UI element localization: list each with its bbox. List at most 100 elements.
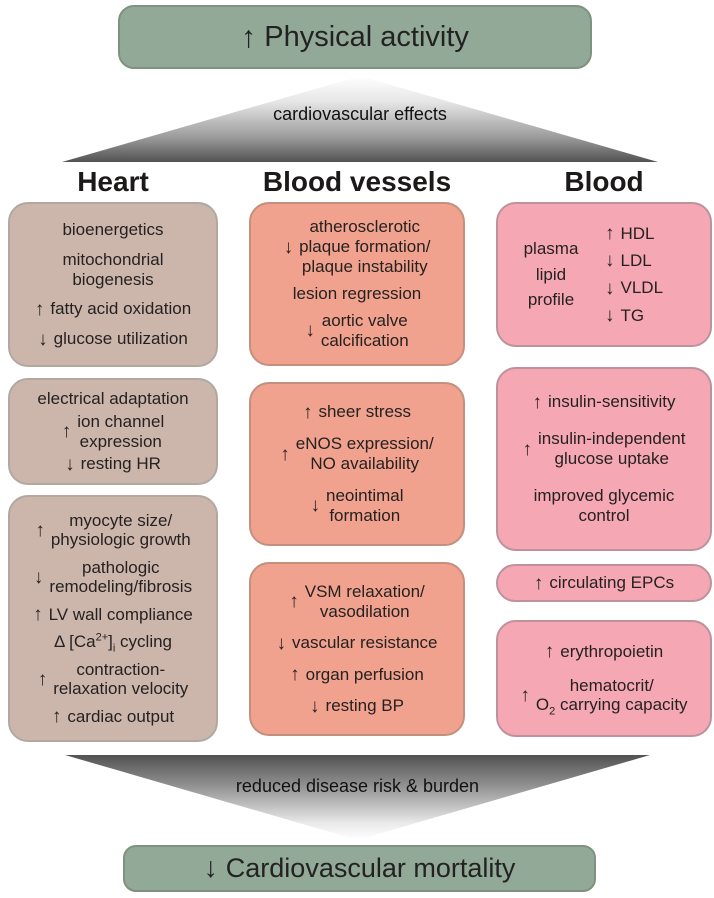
box-item-text: atherosclerotic plaque formation/ plaque…	[299, 217, 431, 276]
box-item-text: eNOS expression/ NO availability	[295, 434, 434, 474]
box-item-text: contraction- relaxation velocity	[53, 659, 189, 699]
box-item: ↑circulating EPCs	[501, 573, 707, 593]
box-item-text-part: hematocrit/ O	[535, 675, 654, 715]
box-item-text: VLDL	[620, 278, 664, 298]
box-item: ↑HDL	[605, 224, 655, 244]
reduced-risk-funnel: reduced disease risk & burden	[65, 755, 650, 840]
up-arrow-icon: ↑	[290, 664, 300, 686]
down-arrow-icon: ↓	[605, 305, 615, 327]
blood-vessels-box-1: ↓atherosclerotic plaque formation/ plaqu…	[249, 202, 465, 366]
heart-box-1: bioenergetics mitochondrial biogenesis ↑fa…	[8, 202, 218, 367]
box-item: ↑LV wall compliance	[13, 605, 213, 625]
cardiovascular-mortality-label: Cardiovascular mortality	[225, 853, 516, 883]
up-arrow-icon: ↑	[605, 222, 615, 244]
box-item: lesion regression	[254, 284, 460, 304]
blood-vessels-box-2: ↑sheer stress↑eNOS expression/ NO availa…	[249, 382, 465, 546]
box-item: ↑insulin-sensitivity	[501, 392, 707, 412]
up-arrow-icon: ↑	[532, 391, 542, 413]
down-arrow-icon: ↓	[33, 566, 44, 588]
box-item: ↑sheer stress	[254, 402, 460, 422]
box-item-text: insulin-independent glucose uptake	[538, 429, 686, 469]
blood-box-1: plasma lipid profile↑HDL↓LDL↓VLDL↓TG	[496, 202, 712, 347]
box-item-text: mitochondrial biogenesis	[62, 249, 164, 289]
effect-columns: Heart bioenergetics mitochondrial biogenes…	[8, 166, 712, 742]
box-item: ↑contraction- relaxation velocity	[13, 660, 213, 699]
box-item-text: improved glycemic control	[533, 486, 675, 525]
box-item-text: neointimal formation	[326, 486, 404, 525]
up-arrow-icon: ↑	[33, 604, 43, 626]
down-arrow-icon: ↓	[65, 453, 75, 475]
box-item-text: resting HR	[80, 454, 161, 474]
box-item-text: LDL	[620, 250, 652, 270]
box-item: ↓atherosclerotic plaque formation/ plaqu…	[254, 217, 460, 276]
column-heart: Heart bioenergetics mitochondrial biogenes…	[8, 166, 218, 742]
down-arrow-icon: ↓	[305, 320, 315, 342]
box-item-text-part: 2	[549, 705, 556, 718]
blood-vessels-box-3: ↑VSM relaxation/ vasodilation↓vascular r…	[249, 562, 465, 736]
up-arrow-icon: ↑	[61, 421, 72, 442]
up-arrow-icon: ↑	[533, 572, 544, 594]
down-arrow-icon: ↓	[310, 695, 320, 717]
box-item-text: glucose utilization	[53, 329, 188, 349]
blood-box-2: ↑insulin-sensitivity↑insulin-independent…	[496, 367, 712, 551]
box-item-text: vascular resistance	[291, 633, 438, 653]
box-item: ↓aortic valve calcification	[254, 311, 460, 350]
box-item-text: aortic valve calcification	[320, 311, 409, 350]
box-item-text-part: 2+	[95, 631, 109, 644]
box-item: ↑organ perfusion	[254, 665, 460, 685]
box-item-text: myocyte size/ physiologic growth	[50, 510, 191, 550]
lipid-items: ↑HDL↓LDL↓VLDL↓TG	[605, 216, 701, 333]
up-arrow-icon: ↑	[34, 298, 45, 320]
box-item: improved glycemic control	[501, 486, 707, 525]
column-header-blood: Blood	[564, 166, 644, 197]
box-item: ↓VLDL	[605, 278, 663, 298]
box-item-text-part: i	[112, 642, 116, 655]
cardiovascular-effects-funnel: cardiovascular effects	[62, 76, 658, 162]
box-item-text: VSM relaxation/ vasodilation	[304, 581, 425, 621]
box-item-text: insulin-sensitivity	[547, 392, 676, 412]
box-item-text: fatty acid oxidation	[50, 299, 192, 319]
down-arrow-icon: ↓	[38, 328, 48, 350]
box-item: ↓resting HR	[13, 454, 213, 474]
box-item: ↓resting BP	[254, 696, 460, 716]
box-item: ↑erythropoietin	[501, 642, 707, 662]
box-item-text: erythropoietin	[560, 641, 664, 661]
up-arrow-icon: ↑	[37, 668, 48, 690]
box-item-text: cardiac output	[67, 706, 175, 726]
box-item-text: lesion regression	[292, 284, 422, 303]
up-arrow-icon: ↑	[520, 684, 530, 706]
box-item: ↑insulin-independent glucose uptake	[501, 429, 707, 468]
box-item: Δ [Ca2+]i cycling	[13, 631, 213, 655]
up-arrow-icon: ↑	[302, 401, 313, 423]
box-item: ↑VSM relaxation/ vasodilation	[254, 582, 460, 621]
box-item-text: resting BP	[325, 696, 404, 716]
box-item-text: sheer stress	[318, 402, 412, 422]
box-item: ↓pathologic remodeling/fibrosis	[13, 558, 213, 597]
column-blood-vessels: Blood vessels↓atherosclerotic plaque for…	[249, 166, 465, 742]
box-item-text-part: ]	[108, 632, 113, 652]
box-item: ↑fatty acid oxidation	[13, 299, 213, 319]
down-arrow-icon: ↓	[276, 632, 286, 654]
up-arrow-icon: ↑	[35, 519, 45, 541]
box-item-text-part: cycling	[115, 632, 173, 652]
box-item: ↑cardiac output	[13, 707, 213, 727]
up-arrow-icon: ↑	[51, 705, 62, 727]
box-item-text: electrical adaptation	[37, 389, 189, 409]
box-item-text: ion channel expression	[77, 411, 165, 451]
box-item: ↑hematocrit/ O2 carrying capacity	[501, 675, 707, 718]
box-item: electrical adaptation	[13, 389, 213, 409]
blood-box-3: ↑circulating EPCs	[496, 564, 712, 602]
box-item-text: bioenergetics	[62, 220, 164, 240]
box-item-text: TG	[620, 305, 645, 325]
plasma-lipid-profile-label: plasma lipid profile	[523, 239, 579, 310]
box-item: ↑myocyte size/ physiologic growth	[13, 511, 213, 550]
box-item-text: circulating EPCs	[549, 573, 675, 593]
box-item: ↑eNOS expression/ NO availability	[254, 434, 460, 473]
down-arrow-icon: ↓	[310, 495, 321, 517]
box-item-text: organ perfusion	[305, 664, 424, 684]
down-arrow-icon: ↓	[283, 236, 294, 258]
down-arrow-icon: ↓	[605, 277, 615, 299]
column-header-heart: Heart	[77, 166, 149, 197]
